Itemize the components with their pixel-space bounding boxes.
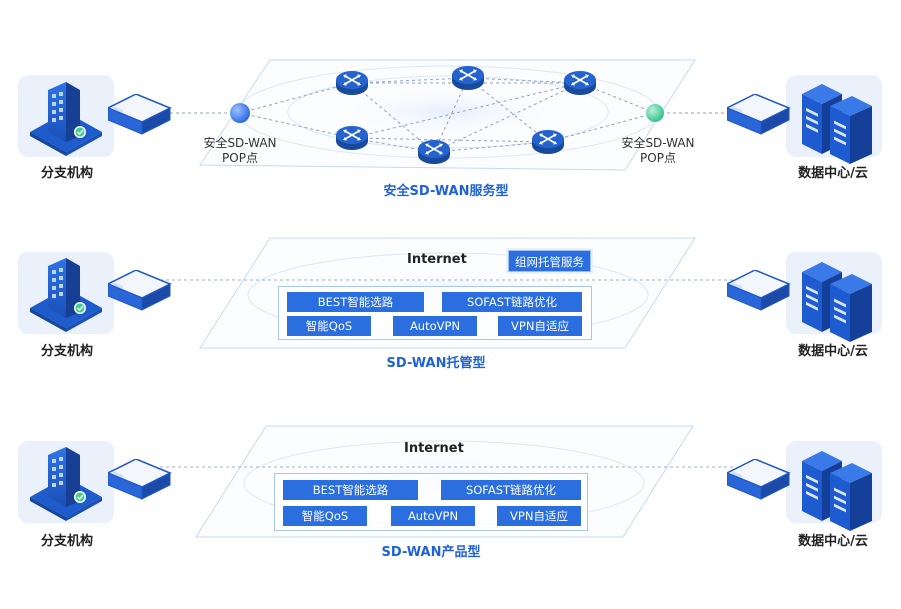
feature-sofast: SOFAST链路优化 — [441, 480, 581, 500]
pop-right-line1: 安全SD-WAN — [621, 136, 695, 150]
pop-left-line2: POP点 — [222, 151, 258, 165]
router-icon — [531, 129, 565, 155]
pop-left-node — [230, 103, 250, 123]
feature-best: BEST智能选路 — [283, 480, 418, 500]
sdwan-appliance-icon — [727, 270, 790, 311]
pop-right-node — [646, 104, 664, 122]
server-rack-icon — [802, 84, 872, 164]
router-icon — [417, 139, 451, 165]
pop-left-label: 安全SD-WAN POP点 — [185, 136, 295, 166]
internet-label: Internet — [404, 441, 464, 456]
router-icon — [335, 125, 369, 151]
branch-label: 分支机构 — [40, 166, 93, 181]
feature-qos: 智能QoS — [287, 316, 371, 336]
row2-title: SD-WAN托管型 — [386, 356, 486, 371]
server-rack-icon — [802, 451, 872, 531]
row-managed: 分支机构 数据中心/云 Internet 组网托管服务 BEST智能选路 SOF… — [0, 230, 901, 420]
datacenter-label: 数据中心/云 — [798, 344, 868, 359]
branch-label: 分支机构 — [40, 344, 93, 359]
building-icon — [29, 82, 103, 157]
pop-right-line2: POP点 — [640, 151, 676, 165]
building-icon — [29, 258, 103, 333]
features-panel: BEST智能选路 SOFAST链路优化 智能QoS AutoVPN VPN自适应 — [278, 286, 592, 340]
managed-service-badge: 组网托管服务 — [506, 248, 593, 274]
router-icon — [335, 70, 369, 96]
datacenter-label: 数据中心/云 — [798, 166, 868, 181]
pop-right-label: 安全SD-WAN POP点 — [603, 136, 713, 166]
server-rack-icon — [802, 262, 872, 342]
features-panel: BEST智能选路 SOFAST链路优化 智能QoS AutoVPN VPN自适应 — [274, 473, 588, 531]
row-security-service: 分支机构 数据中心/云 安全SD-WAN POP点 安全SD-WAN POP点 … — [0, 50, 901, 240]
row1-title: 安全SD-WAN服务型 — [383, 184, 509, 199]
router-icon — [451, 65, 485, 91]
sdwan-appliance-icon — [108, 459, 171, 500]
feature-vpn-adaptive: VPN自适应 — [498, 316, 582, 336]
router-icon — [563, 70, 597, 96]
row3-title: SD-WAN产品型 — [381, 545, 481, 560]
feature-autovpn: AutoVPN — [391, 506, 475, 526]
branch-label: 分支机构 — [40, 534, 93, 549]
datacenter-label: 数据中心/云 — [798, 534, 868, 549]
sdwan-appliance-icon — [108, 270, 171, 311]
pop-left-line1: 安全SD-WAN — [203, 136, 277, 150]
row-product: 分支机构 数据中心/云 Internet BEST智能选路 SOFAST链路优化… — [0, 419, 901, 609]
row1-scene — [170, 59, 725, 171]
building-icon — [29, 447, 103, 522]
feature-best: BEST智能选路 — [287, 292, 424, 312]
internet-label: Internet — [407, 252, 467, 267]
feature-sofast: SOFAST链路优化 — [442, 292, 582, 312]
feature-qos: 智能QoS — [283, 506, 367, 526]
sdwan-appliance-icon — [727, 459, 790, 500]
feature-vpn-adaptive: VPN自适应 — [497, 506, 581, 526]
sdwan-appliance-icon — [727, 94, 790, 135]
feature-autovpn: AutoVPN — [393, 316, 477, 336]
sdwan-appliance-icon — [108, 94, 171, 135]
